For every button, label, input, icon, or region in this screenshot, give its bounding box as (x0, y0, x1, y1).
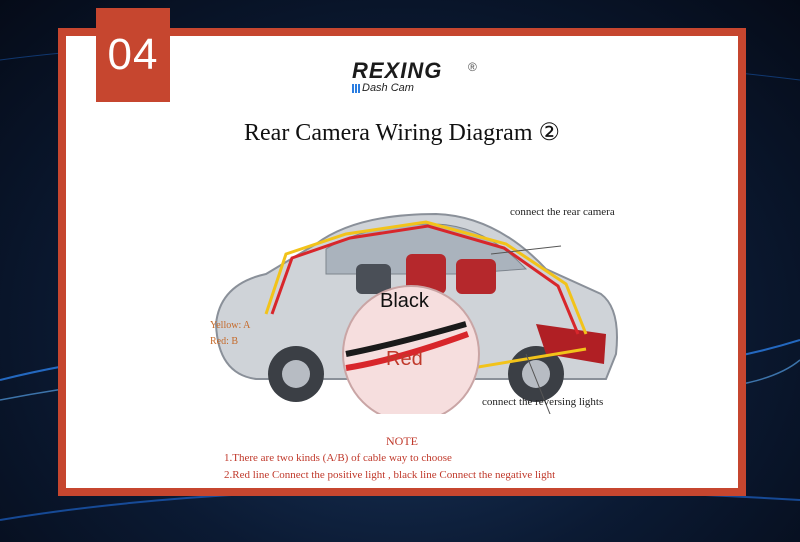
content-panel: REXING ® Dash Cam Rear Camera Wiring Dia… (66, 36, 738, 488)
logo-brand: REXING (352, 58, 443, 83)
logo-bars-icon (352, 84, 360, 93)
label-red-wire: Red (386, 348, 423, 370)
content-frame: REXING ® Dash Cam Rear Camera Wiring Dia… (58, 28, 746, 496)
label-reversing-lights: connect the reversing lights (482, 396, 604, 408)
note-line-1: 1.There are two kinds (A/B) of cable way… (224, 452, 452, 464)
note-title: NOTE (386, 434, 418, 448)
logo-registered-mark: ® (468, 60, 477, 74)
note-line-2: 2.Red line Connect the positive light , … (224, 469, 556, 481)
legend-red: Red: B (210, 336, 239, 347)
step-number: 04 (107, 30, 159, 79)
brand-logo: REXING ® Dash Cam (348, 54, 508, 98)
car-wiring-illustration (214, 212, 618, 414)
legend-yellow: Yellow: A (210, 320, 251, 331)
logo-subtitle: Dash Cam (362, 82, 414, 94)
page-title: Rear Camera Wiring Diagram ② (244, 120, 560, 146)
step-number-badge: 04 (96, 8, 170, 102)
label-rear-camera: connect the rear camera (510, 206, 615, 218)
label-black-wire: Black (380, 290, 429, 312)
